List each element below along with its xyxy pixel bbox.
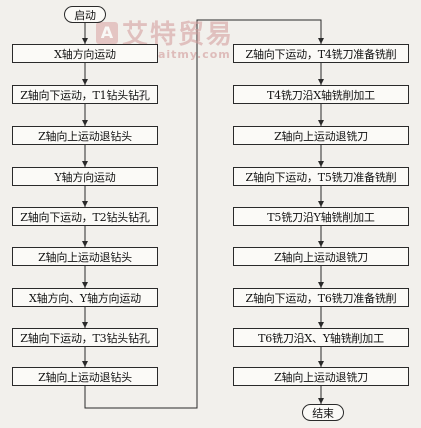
connector-end-arrow <box>318 398 324 404</box>
connector-left-9-arrow <box>82 361 88 367</box>
left-step-4: Y轴方向运动 <box>12 167 158 186</box>
right-step-8: T6铣刀沿X、Y轴铣削加工 <box>233 328 409 347</box>
left-step-8: Z轴向下运动，T3钻头钻孔 <box>12 328 158 347</box>
connector-right-2-arrow <box>318 79 324 85</box>
connector-left-1-arrow <box>82 38 88 44</box>
connector-right-4-arrow <box>318 161 324 167</box>
left-step-9: Z轴向上运动退钻头 <box>12 367 158 386</box>
right-step-4: Z轴向下运动，T5铣刀准备铣削 <box>233 167 409 186</box>
right-step-9: Z轴向上运动退铣刀 <box>233 367 409 386</box>
left-step-5: Z轴向下运动，T2钻头钻孔 <box>12 207 158 226</box>
right-step-1: Z轴向下运动，T4铣刀准备铣削 <box>233 44 409 63</box>
connector-right-6-arrow <box>318 241 324 247</box>
connector-left-5-arrow <box>82 201 88 207</box>
right-step-2: T4铣刀沿X轴铣削加工 <box>233 85 409 104</box>
end-node: 结束 <box>302 404 344 421</box>
connector-right-3-arrow <box>318 120 324 126</box>
watermark-logo: A <box>96 21 118 44</box>
left-step-1: X轴方向运动 <box>12 44 158 63</box>
left-step-6: Z轴向上运动退钻头 <box>12 247 158 266</box>
connector-left-4-arrow <box>82 161 88 167</box>
left-step-2: Z轴向下运动，T1钻头钻孔 <box>12 85 158 104</box>
connector-right-5-arrow <box>318 201 324 207</box>
left-step-3: Z轴向上运动退钻头 <box>12 126 158 145</box>
connector-left-7-arrow <box>82 282 88 288</box>
connector-right-7-arrow <box>318 282 324 288</box>
connector-left-3-arrow <box>82 120 88 126</box>
connector-right-9-arrow <box>318 361 324 367</box>
connector-left-6-arrow <box>82 241 88 247</box>
right-step-7: Z轴向下运动，T6铣刀准备铣削 <box>233 288 409 307</box>
right-step-3: Z轴向上运动退铣刀 <box>233 126 409 145</box>
connector-crossover-line <box>84 19 322 409</box>
connector-left-8-arrow <box>82 322 88 328</box>
connector-right-8-arrow <box>318 322 324 328</box>
left-step-7: X轴方向、Y轴方向运动 <box>12 288 158 307</box>
connector-crossover-arrow <box>318 38 324 44</box>
right-step-5: T5铣刀沿Y轴铣削加工 <box>233 207 409 226</box>
connector-left-2-arrow <box>82 79 88 85</box>
right-step-6: Z轴向上运动退铣刀 <box>233 247 409 266</box>
start-node: 启动 <box>64 6 106 23</box>
